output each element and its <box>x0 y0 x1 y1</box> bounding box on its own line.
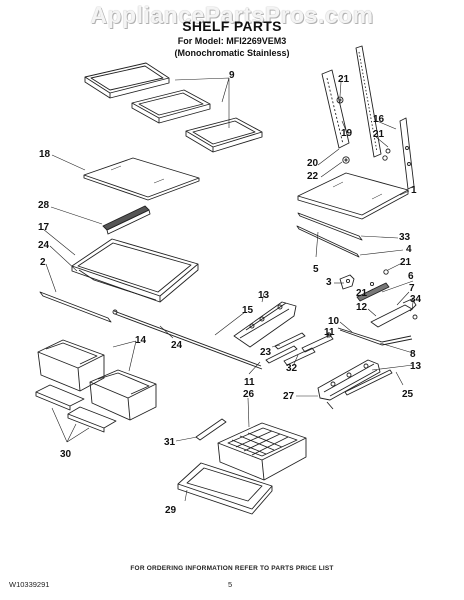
model-line: For Model: MFI2269VEM3 <box>177 36 287 46</box>
callout-label: 2 <box>40 257 46 268</box>
shelf-rail-assembly-right <box>317 359 381 410</box>
callout-label: 21 <box>400 257 412 268</box>
callout-label: 32 <box>286 363 298 374</box>
callout-label: 25 <box>402 389 414 400</box>
slide-rod <box>112 309 263 370</box>
callout-label: 16 <box>373 114 385 125</box>
callout-label: 20 <box>307 158 319 169</box>
callout-label: 33 <box>399 232 411 243</box>
callout-label: 26 <box>243 389 255 400</box>
rail-guide-long <box>337 327 413 346</box>
finish-line: (Monochromatic Stainless) <box>174 48 290 58</box>
watermark-text: AppliancePartsPros.com <box>90 2 374 28</box>
callout-label: 30 <box>60 449 72 460</box>
bracket-small <box>339 274 355 290</box>
callout-label: 13 <box>258 290 270 301</box>
callout-label: 11 <box>324 327 335 338</box>
callout-label: 11 <box>244 377 255 388</box>
glass-shelf <box>83 157 200 201</box>
shelf-strip-right <box>296 225 360 258</box>
callout-label: 9 <box>229 70 235 81</box>
callout-label: 10 <box>328 316 340 327</box>
rail-clip-right <box>356 269 390 302</box>
callout-label: 27 <box>283 391 295 402</box>
callout-label: 29 <box>165 505 177 516</box>
callout-label: 21 <box>338 74 350 85</box>
callout-label: 22 <box>307 171 319 182</box>
vertical-strip-right <box>399 117 415 190</box>
callout-label: 1 <box>411 185 417 196</box>
door-bin-lower <box>185 117 263 153</box>
callout-number-layer: 9 21 16 21 19 18 20 22 1 28 33 17 4 24 2… <box>38 70 422 516</box>
vertical-strip-center <box>355 45 382 158</box>
slider-guide-parts <box>265 332 334 366</box>
crisper-drawer-left <box>37 339 105 392</box>
shelf-front-trim <box>102 205 151 235</box>
callout-label: 31 <box>164 437 176 448</box>
callout-label: 14 <box>135 335 147 346</box>
door-bin-middle <box>131 89 211 124</box>
drawer-basket <box>217 422 307 481</box>
callout-label: 17 <box>38 222 50 233</box>
ordering-info-note: FOR ORDERING INFORMATION REFER TO PARTS … <box>130 565 334 572</box>
callout-label: 23 <box>260 347 272 358</box>
callout-label: 15 <box>242 305 254 316</box>
callout-label: 24 <box>171 340 183 351</box>
vertical-strip-left <box>321 69 350 149</box>
callout-label: 19 <box>341 128 353 139</box>
callout-label: 4 <box>406 244 412 255</box>
callout-label: 7 <box>409 283 415 294</box>
callout-label: 28 <box>38 200 50 211</box>
drawer-side-trim <box>195 418 227 441</box>
callout-label: 21 <box>356 288 368 299</box>
callout-label: 18 <box>39 149 51 160</box>
crisper-drawer-right <box>89 369 157 421</box>
callout-label: 6 <box>408 271 414 282</box>
document-number: W10339291 <box>9 580 50 589</box>
shelf-rail-assembly-left <box>233 301 297 348</box>
crisper-cover-left <box>35 384 85 411</box>
slide-out-shelf-frame <box>71 238 199 303</box>
callout-label: 34 <box>410 294 422 305</box>
drawer-front-cover <box>177 462 273 515</box>
callout-leader-lines <box>42 77 414 502</box>
callout-label: 24 <box>38 240 50 251</box>
callout-label: 8 <box>410 349 416 360</box>
callout-label: 12 <box>356 302 368 313</box>
shelf-side-rail-left <box>39 291 112 323</box>
callout-label: 3 <box>326 277 332 288</box>
shelf-trim-right <box>297 212 363 241</box>
page-number: 5 <box>228 580 233 589</box>
page-title: SHELF PARTS <box>182 18 282 34</box>
callout-label: 21 <box>373 129 385 140</box>
door-bin-upper <box>84 62 170 99</box>
screws-and-washers <box>336 96 391 164</box>
crisper-cover-right <box>67 406 117 433</box>
glass-shelf-right <box>297 172 409 220</box>
callout-label: 5 <box>313 264 319 275</box>
wire-rod <box>344 369 393 396</box>
callout-label: 13 <box>410 361 422 372</box>
